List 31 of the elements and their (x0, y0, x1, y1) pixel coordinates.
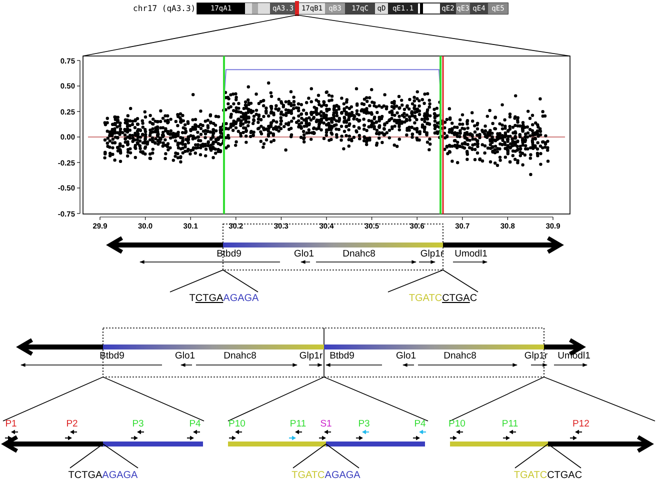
gene-label: Dnahc8 (224, 351, 256, 361)
gene-label: Umodl1 (454, 249, 488, 259)
sequence-label: TGATCAGAGA (292, 471, 360, 481)
primer-label: P12 (572, 419, 590, 429)
primer-label: P4 (414, 419, 426, 429)
primer-label: P3 (358, 419, 370, 429)
sequence-label: TCTGAAGAGA (189, 294, 259, 304)
sequence-label: TGATCCTGAC (514, 471, 582, 481)
gene-label: Glo1 (396, 351, 416, 361)
gene-label: Glp1r (524, 351, 548, 361)
sequence-label: TCTGAAGAGA (68, 471, 138, 481)
primer-label: P10 (448, 419, 466, 429)
primer-label: P11 (290, 419, 306, 429)
primer-label: P11 (502, 419, 518, 429)
primer-label: P10 (228, 419, 246, 429)
sequence-label: TGATCCTGAC (408, 294, 478, 304)
chromosome-label: chr17 (qA3.3) (133, 4, 196, 12)
primer-label: S1 (320, 419, 332, 429)
gene-label: Dnahc8 (342, 249, 376, 259)
primer-label: P3 (132, 419, 144, 429)
gene-label: Btbd9 (100, 351, 124, 361)
gene-label: Glo1 (294, 249, 314, 259)
primer-label: P2 (66, 419, 78, 429)
gene-label: Btbd9 (216, 249, 242, 259)
gene-label: Glp1r (299, 351, 323, 361)
gene-label: Glp1r (420, 249, 444, 259)
primer-label: P4 (189, 419, 201, 429)
primer-label: P1 (5, 419, 17, 429)
gene-label: Glo1 (174, 351, 196, 361)
gene-label: Btbd9 (330, 351, 354, 361)
gene-label: Dnahc8 (444, 351, 476, 361)
